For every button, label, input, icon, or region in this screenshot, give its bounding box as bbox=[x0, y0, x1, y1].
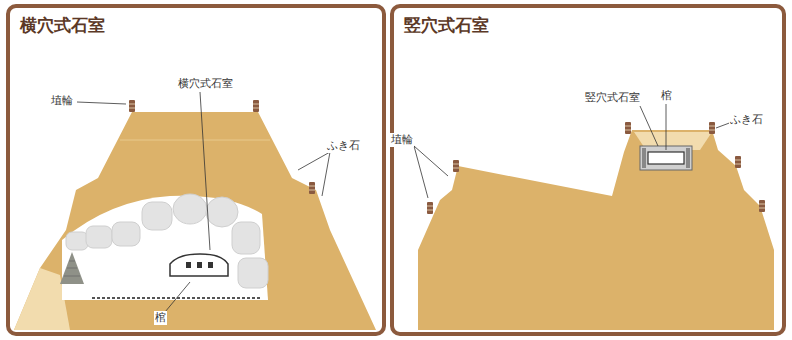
yokoana-mound bbox=[14, 92, 376, 330]
panel-title: 横穴式石室 bbox=[20, 14, 105, 37]
part-label: 埴輪 bbox=[390, 133, 414, 146]
panel-title: 竪穴式石室 bbox=[404, 14, 489, 37]
part-label: 棺 bbox=[660, 89, 673, 102]
part-label: 棺 bbox=[154, 311, 167, 324]
diagram-panel: 横穴式石室 bbox=[6, 4, 386, 336]
part-label: 横穴式石室 bbox=[177, 77, 234, 90]
part-label: 竪穴式石室 bbox=[584, 91, 641, 104]
diagram-panel: 竪穴式石室 bbox=[390, 4, 786, 336]
part-label: ふき石 bbox=[729, 113, 764, 126]
part-label: ふき石 bbox=[326, 139, 361, 152]
part-label: 埴輪 bbox=[50, 94, 74, 107]
tateana-mound bbox=[414, 104, 774, 330]
